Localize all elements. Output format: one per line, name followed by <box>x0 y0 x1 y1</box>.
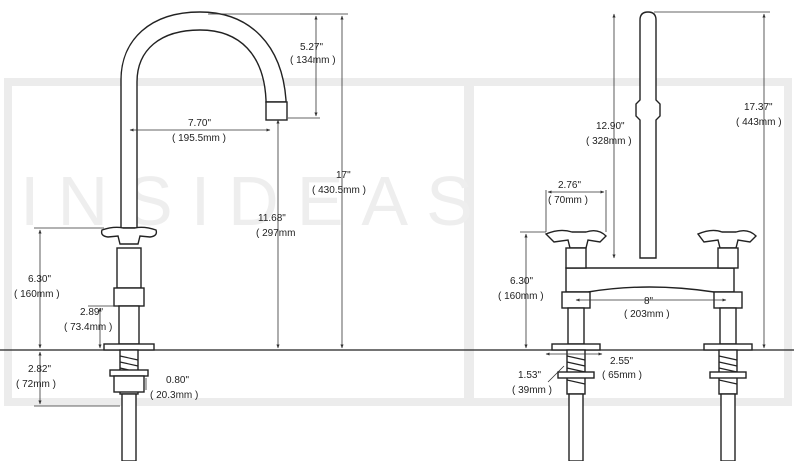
handle-width-mm: ( 70mm ) <box>548 195 588 206</box>
front-view-faucet <box>544 11 757 461</box>
front-handle-height-in: 6.30" <box>510 276 533 287</box>
left-base-flange <box>551 343 601 351</box>
left-mounting-nut <box>557 371 595 379</box>
spout-drop-in: 5.27" <box>300 42 323 53</box>
shank-dia-mm: ( 20.3mm ) <box>150 390 198 401</box>
shank-dia-in: 0.80" <box>166 375 189 386</box>
right-base-flange <box>703 343 753 351</box>
center-spacing-in: 8" <box>644 296 654 307</box>
handle-width-in: 2.76" <box>558 180 581 191</box>
valve-body <box>116 247 142 289</box>
riser-pipe <box>635 11 661 259</box>
body-height-in: 2.89" <box>80 307 103 318</box>
right-valve-body <box>717 247 739 269</box>
front-shank-dia-in: 1.53" <box>518 370 541 381</box>
left-valve-body <box>565 247 587 269</box>
right-lower-stem <box>719 307 737 345</box>
front-total-height-in: 17.37" <box>744 102 773 113</box>
spout-drop-mm: ( 134mm ) <box>290 55 336 66</box>
gooseneck-spout <box>120 11 287 229</box>
shank-length-mm: ( 72mm ) <box>16 379 56 390</box>
flange-dia-mm: ( 65mm ) <box>602 370 642 381</box>
left-supply-tube <box>568 393 584 461</box>
handle-height-mm: ( 160mm ) <box>14 289 60 300</box>
cross-handle <box>100 226 158 245</box>
watermark: INSIDEAS <box>4 78 792 406</box>
front-handle-height-mm: ( 160mm ) <box>498 291 544 302</box>
riser-height-mm: ( 328mm ) <box>586 136 632 147</box>
mounting-nut <box>109 369 149 377</box>
right-supply-tube <box>720 393 736 461</box>
front-shank-dia-mm: ( 39mm ) <box>512 385 552 396</box>
hex-nut <box>113 287 145 307</box>
front-view-dimensions <box>520 11 770 383</box>
bridge-body <box>565 267 735 293</box>
spout-tip <box>265 101 288 121</box>
flange-dia-in: 2.55" <box>610 356 633 367</box>
spout-reach-mm: ( 195.5mm ) <box>172 133 226 144</box>
riser-height-in: 12.90" <box>596 121 625 132</box>
supply-tube <box>121 393 137 461</box>
base-flange <box>103 343 155 351</box>
total-height-in: 17" <box>336 170 351 181</box>
side-view-labels: 5.27" ( 134mm ) 7.70" ( 195.5mm ) 17" ( … <box>14 42 366 401</box>
front-total-height-mm: ( 443mm ) <box>736 117 782 128</box>
center-spacing-mm: ( 203mm ) <box>624 309 670 320</box>
front-view-labels: 12.90" ( 328mm ) 17.37" ( 443mm ) 2.76" … <box>498 102 782 396</box>
left-lower-stem <box>567 307 585 345</box>
side-view-dimensions <box>34 13 348 407</box>
right-cross-handle <box>696 229 757 249</box>
watermark-text: INSIDEAS <box>20 162 491 240</box>
spout-clearance-in: 11.68" <box>258 213 286 224</box>
total-height-mm: ( 430.5mm ) <box>312 185 366 196</box>
spout-reach-in: 7.70" <box>188 118 211 129</box>
right-mounting-nut <box>709 371 747 379</box>
shank-length-in: 2.82" <box>28 364 51 375</box>
handle-height-in: 6.30" <box>28 274 51 285</box>
spout-clearance-mm: ( 297mm <box>256 228 295 239</box>
mounting-washer <box>113 375 145 393</box>
side-view-faucet <box>100 11 288 461</box>
left-cross-handle <box>544 229 607 249</box>
body-height-mm: ( 73.4mm ) <box>64 322 112 333</box>
lower-stem <box>118 305 140 345</box>
